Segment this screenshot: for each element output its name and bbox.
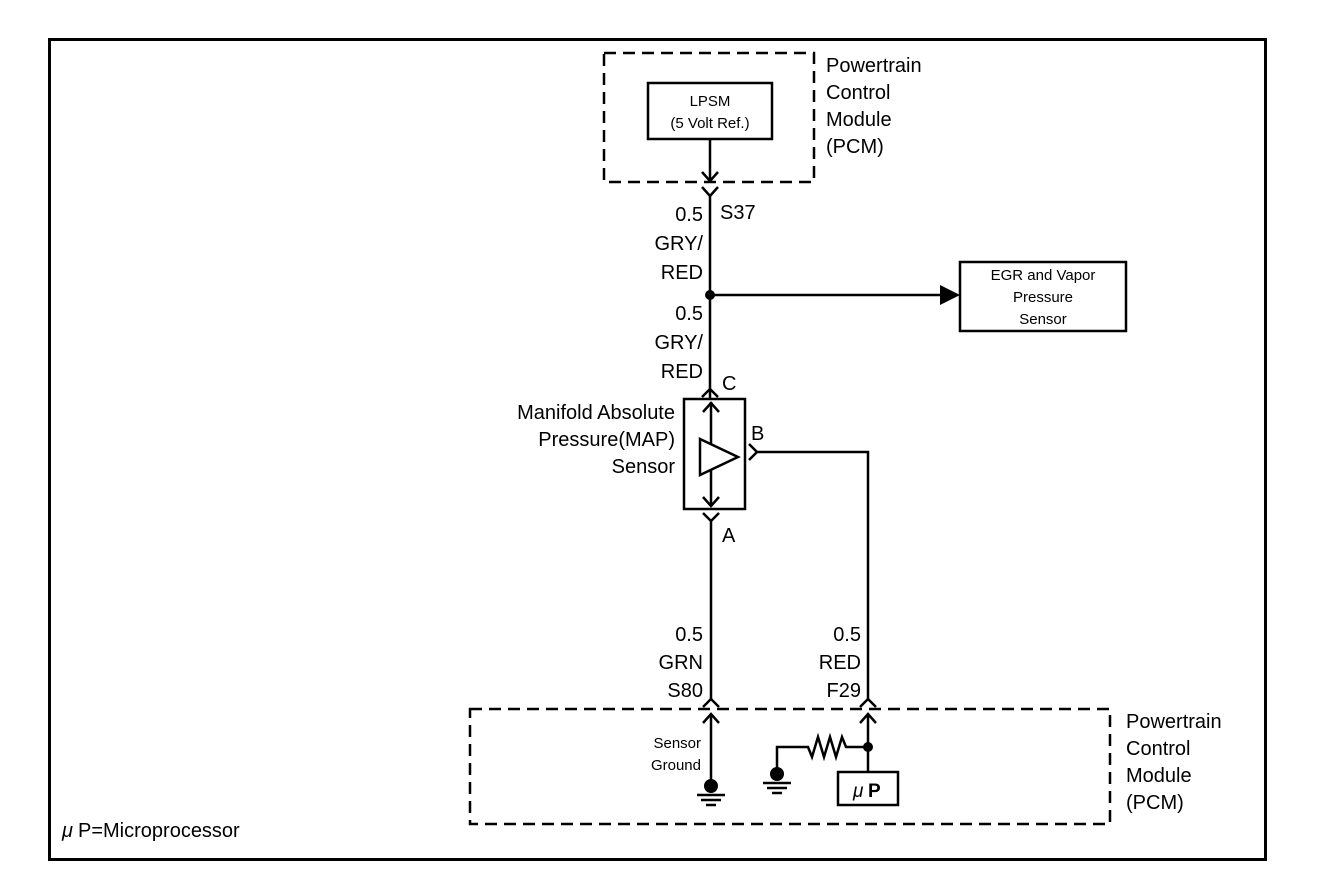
egr-box-line-3: Sensor (1019, 311, 1067, 328)
lpsm-box: LPSM (5 Volt Ref.) (646, 81, 774, 141)
pin-c-label: C (722, 373, 736, 395)
pin-a-label: A (722, 525, 736, 547)
legend-text: P=Microprocessor (78, 820, 240, 842)
microprocessor-mu: μ (852, 781, 864, 802)
lpsm-box-line-1: LPSM (690, 93, 731, 110)
upper-pcm-label-line-4: (PCM) (826, 136, 884, 158)
lower-pcm-label-line-1: Powertrain (1126, 711, 1222, 733)
upper-pcm-dashed-boundary (602, 51, 816, 184)
wire-ground-color: GRN (659, 652, 703, 674)
map-sensor-label-line-2: Pressure(MAP) (538, 429, 675, 451)
lpsm-box-line-2: (5 Volt Ref.) (670, 115, 749, 132)
map-sensor-label-line-1: Manifold Absolute (517, 402, 675, 424)
connector-s80-icon (702, 697, 720, 708)
egr-arrow-icon (940, 285, 960, 305)
egr-box-line-1: EGR and Vapor (991, 267, 1096, 284)
signal-input-arrow-icon (859, 712, 877, 724)
wire-ground-connector: S80 (667, 680, 703, 702)
pin-b-label: B (751, 423, 764, 445)
egr-box-line-2: Pressure (1013, 289, 1073, 306)
upper-pcm-label-line-2: Control (826, 82, 890, 104)
lpsm-output-arrow-icon (701, 171, 719, 183)
microprocessor-p: P (868, 781, 881, 802)
sensor-ground-arrow-icon (702, 712, 720, 724)
map-sensor-label-line-3: Sensor (612, 456, 676, 478)
lower-pcm-dashed-boundary (468, 707, 1112, 826)
microprocessor-box: μ P (836, 770, 900, 807)
map-sensor-up-arrow-icon (702, 401, 720, 413)
map-sensor: C Manifold Absolute Pressure(MAP) Sensor… (517, 373, 764, 547)
resistor-ground-symbol-icon (763, 767, 791, 795)
legend-mu: μ (61, 820, 73, 842)
lower-pcm-label-line-3: Module (1126, 765, 1192, 787)
legend: μ P=Microprocessor (61, 820, 240, 842)
lower-pcm-module: Powertrain Control Module (PCM) Sensor G… (468, 707, 1222, 826)
wire-ground-gauge: 0.5 (675, 624, 703, 646)
wire-middle-gauge: 0.5 (675, 303, 703, 325)
egr-vapor-pressure-sensor-box: EGR and Vapor Pressure Sensor (958, 260, 1128, 333)
sensor-ground-symbol-icon (697, 779, 725, 807)
map-sensor-down-arrow-icon (702, 496, 720, 508)
pin-a-connector-icon (702, 512, 720, 523)
pin-c-connector-icon (701, 387, 719, 398)
wire-middle-color-line-1: GRY/ (654, 332, 703, 354)
wire-red-signal (757, 450, 870, 700)
wire-signal-color: RED (819, 652, 861, 674)
resistor-icon (775, 732, 868, 773)
wire-middle-color-line-2: RED (661, 361, 703, 383)
map-sensor-amplifier-icon (698, 437, 741, 477)
wire-signal-gauge: 0.5 (833, 624, 861, 646)
lower-pcm-label-line-4: (PCM) (1126, 792, 1184, 814)
connector-s37-label: S37 (720, 202, 756, 224)
wire-upper-color-line-2: RED (661, 262, 703, 284)
connector-s37-icon (701, 186, 719, 198)
wire-upper-color-line-1: GRY/ (654, 233, 703, 255)
wire-upper-gauge: 0.5 (675, 204, 703, 226)
sensor-ground-label-line-1: Sensor (653, 735, 701, 752)
upper-pcm-module: Powertrain Control Module (PCM) LPSM (5 … (602, 51, 922, 184)
sensor-ground-label-line-2: Ground (651, 757, 701, 774)
upper-pcm-label-line-3: Module (826, 109, 892, 131)
pin-b-connector-icon (748, 443, 759, 461)
lower-pcm-label-line-2: Control (1126, 738, 1190, 760)
wire-signal-connector: F29 (827, 680, 861, 702)
upper-pcm-label-line-1: Powertrain (826, 55, 922, 77)
diagram-frame (48, 38, 1267, 861)
connector-f29-icon (859, 697, 877, 708)
